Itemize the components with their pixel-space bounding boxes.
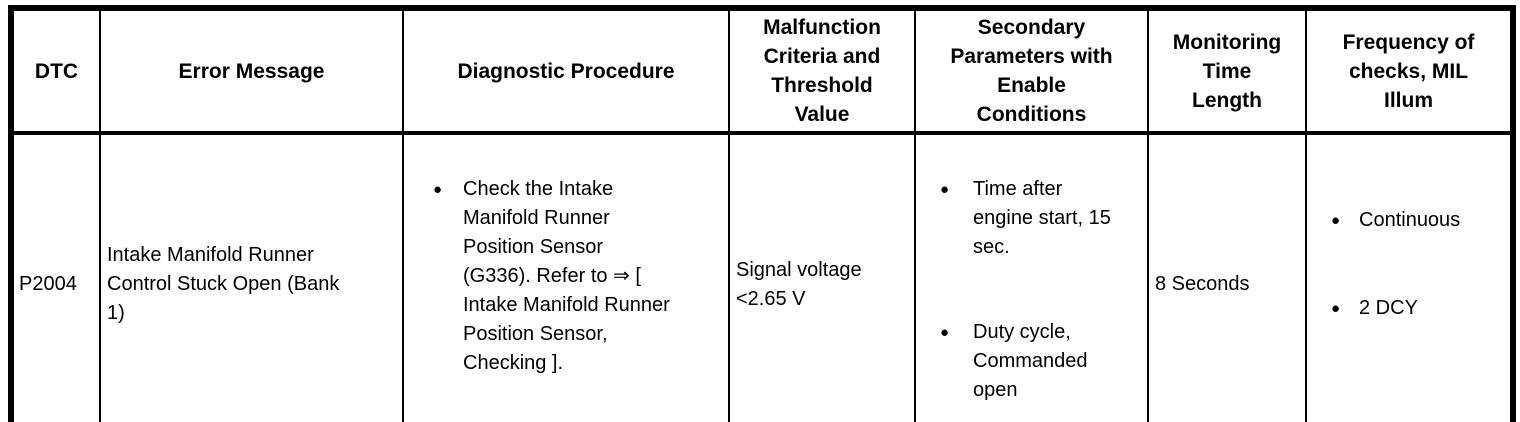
table-row: P2004 Intake Manifold Runner Control Stu…	[11, 133, 1513, 422]
cell-frequency-of-checks: ● Continuous ● 2 DCY	[1305, 133, 1513, 422]
bullet-icon: ●	[1331, 300, 1341, 317]
frequency-item: ● 2 DCY	[1311, 294, 1506, 323]
col-header-error-message: Error Message	[99, 8, 403, 133]
col-header-frequency-of-checks: Frequency of checks, MIL Illum	[1305, 8, 1513, 133]
cell-monitoring-time: 8 Seconds	[1147, 133, 1306, 422]
frequency-item-text: Continuous	[1359, 209, 1461, 231]
col-header-dtc: DTC	[34, 59, 79, 83]
col-header-malfunction-criteria: Malfunction Criteria and Threshold Value	[728, 8, 915, 133]
condition-item: ● Time after engine start, 15 sec.	[920, 175, 1143, 262]
bullet-icon: ●	[1331, 212, 1341, 229]
bullet-icon: ●	[433, 181, 443, 198]
condition-item: ● Duty cycle, Commanded open	[920, 318, 1143, 405]
col-header-secondary-parameters: Secondary Parameters with Enable Conditi…	[914, 8, 1148, 133]
cell-malfunction-criteria: Signal voltage <2.65 V	[728, 133, 915, 422]
col-header-monitoring-time: Monitoring Time Length	[1147, 8, 1306, 133]
header-row: DTC Error Message Diagnostic Procedure M…	[11, 8, 1513, 133]
cell-diagnostic-procedure: ● Check the Intake Manifold Runner Posit…	[402, 133, 729, 422]
bullet-icon: ●	[940, 324, 950, 341]
procedure-item: ● Check the Intake Manifold Runner Posit…	[408, 175, 724, 378]
cell-error-message: Intake Manifold Runner Control Stuck Ope…	[99, 133, 403, 422]
dtc-table: DTC Error Message Diagnostic Procedure M…	[8, 5, 1516, 422]
frequency-item-text: 2 DCY	[1359, 297, 1418, 319]
procedure-item-text: Check the Intake Manifold Runner Positio…	[463, 178, 670, 374]
frequency-item: ● Continuous	[1311, 206, 1506, 235]
condition-item-text: Duty cycle, Commanded open	[973, 321, 1088, 401]
bullet-icon: ●	[940, 181, 950, 198]
condition-item-text: Time after engine start, 15 sec.	[973, 178, 1111, 258]
cell-dtc: P2004	[19, 273, 77, 295]
col-header-diagnostic-procedure: Diagnostic Procedure	[402, 8, 729, 133]
cell-secondary-parameters: ● Time after engine start, 15 sec. ● Dut…	[914, 133, 1148, 422]
